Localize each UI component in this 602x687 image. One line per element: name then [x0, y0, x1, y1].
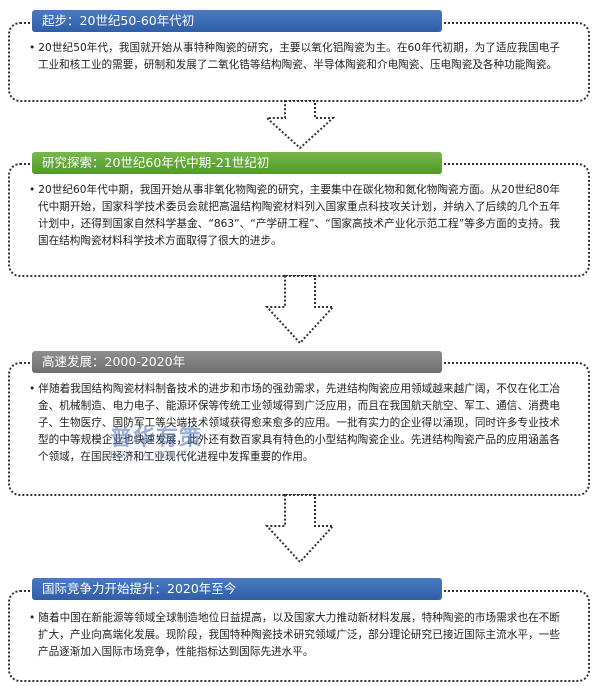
- down-arrow-icon: [265, 494, 335, 564]
- bullet-icon: •: [29, 383, 36, 395]
- stage-3-body: 伴随着我国结构陶瓷材料制备技术的进步和市场的强劲需求，先进结构陶瓷应用领域越来越…: [38, 383, 560, 463]
- stage-2-title: 研究探索：20世纪60年代中期-21世纪初: [32, 152, 442, 174]
- stage-1-body: 20世纪50年代，我国就开始从事特种陶瓷的研究，主要以氧化铝陶瓷为主。在60年代…: [38, 42, 560, 71]
- stage-2-text: •20世纪60年代中期，我国开始从事非氧化物陶瓷的研究，主要集中在碳化物和氮化物…: [29, 182, 560, 250]
- stage-3-title: 高速发展：2000-2020年: [32, 351, 442, 373]
- bullet-icon: •: [29, 42, 36, 54]
- stage-4-title: 国际竞争力开始提升：2020年至今: [32, 578, 442, 600]
- bullet-icon: •: [29, 612, 36, 624]
- stage-2-body: 20世纪60年代中期，我国开始从事非氧化物陶瓷的研究，主要集中在碳化物和氮化物陶…: [38, 184, 560, 247]
- stage-4-text: •随着中国在新能源等领域全球制造地位日益提高，以及国家大力推动新材料发展，特种陶…: [29, 610, 560, 661]
- stage-1-title: 起步：20世纪50-60年代初: [32, 10, 442, 32]
- down-arrow-icon: [265, 275, 335, 345]
- stage-1-text: •20世纪50年代，我国就开始从事特种陶瓷的研究，主要以氧化铝陶瓷为主。在60年…: [29, 40, 560, 74]
- bullet-icon: •: [29, 184, 36, 196]
- stage-3-text: •伴随着我国结构陶瓷材料制备技术的进步和市场的强劲需求，先进结构陶瓷应用领域越来…: [29, 381, 560, 466]
- stage-4-body: 随着中国在新能源等领域全球制造地位日益提高，以及国家大力推动新材料发展，特种陶瓷…: [38, 612, 560, 658]
- down-arrow-icon: [265, 100, 335, 150]
